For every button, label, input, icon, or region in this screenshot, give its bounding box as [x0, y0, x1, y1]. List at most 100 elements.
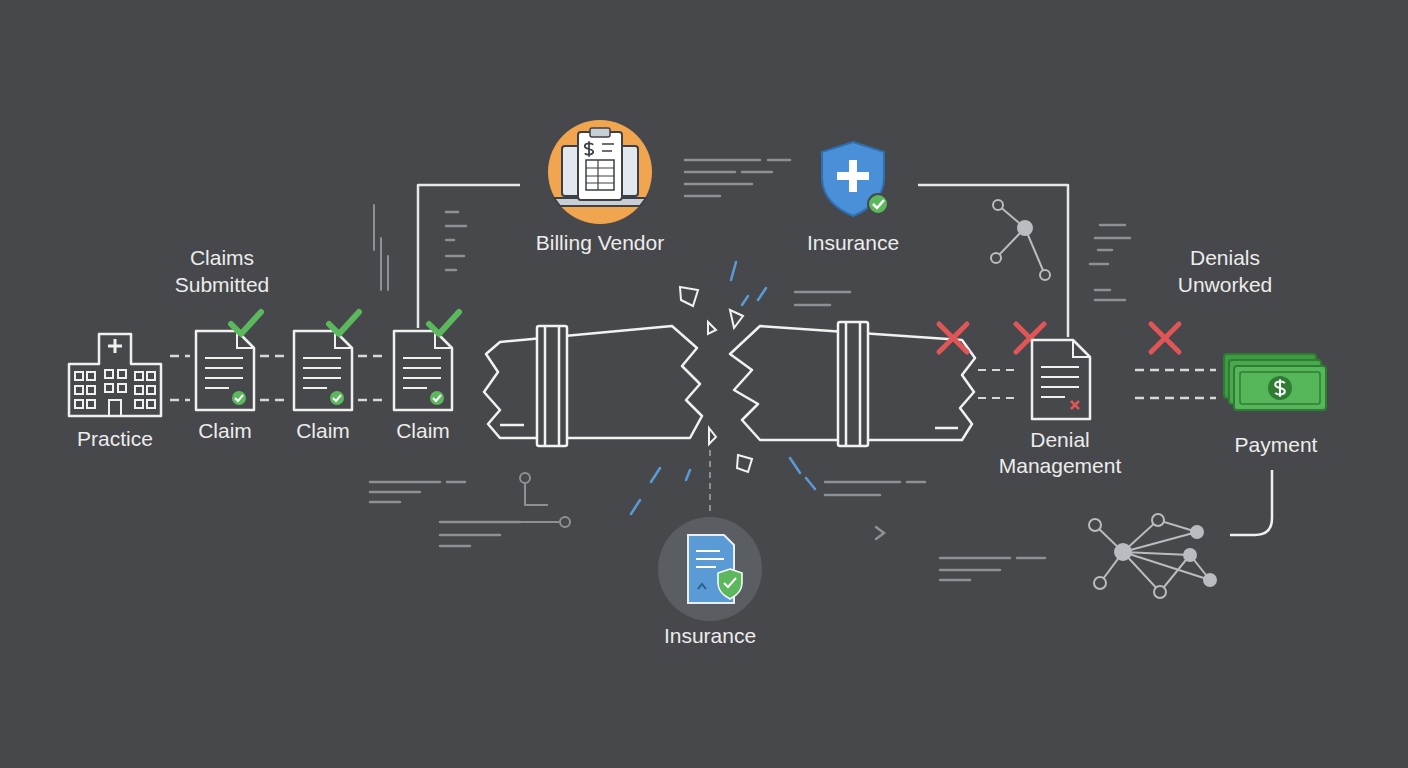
shard: [680, 287, 698, 306]
window: [105, 370, 113, 378]
icon-circle: [548, 120, 652, 224]
connector-line: [170, 355, 190, 358]
node-label: Claim: [396, 418, 450, 444]
clipboard-lines: [602, 144, 614, 151]
connector-line: [358, 355, 388, 358]
crack-sparks: [631, 262, 884, 539]
icon-node: Claim: [288, 328, 358, 444]
ok-dot: [232, 391, 246, 405]
dash-lines: [795, 292, 850, 305]
dash-lines: [685, 160, 790, 196]
dash-lines: [1090, 225, 1130, 300]
window: [75, 386, 83, 394]
icon-node: Insurance: [645, 517, 775, 649]
network-dot: [1089, 519, 1101, 531]
icon-node: Payment: [1216, 352, 1336, 458]
icon-node: Denial Management: [985, 337, 1135, 479]
dash-lines: [370, 482, 465, 502]
table-grid: [586, 160, 614, 190]
denied-mark: [1071, 401, 1079, 409]
window: [105, 384, 113, 392]
shield-cross: [837, 160, 869, 192]
dollar-symbol: [1275, 379, 1285, 397]
connector-line: [1135, 397, 1216, 400]
dash-lines: [374, 205, 388, 290]
connector-line: [358, 399, 388, 402]
bill-border: [1240, 372, 1320, 404]
network-dot: [993, 200, 1003, 210]
shard: [709, 428, 716, 444]
document-lines: [1041, 367, 1079, 397]
pipe-collar: [537, 326, 567, 446]
pipe-collar: [838, 322, 868, 446]
window: [135, 386, 143, 394]
document-icon: [193, 328, 257, 412]
document-outline: [1032, 340, 1090, 419]
bill-seal: [1268, 376, 1292, 400]
node-label: Insurance: [807, 230, 899, 256]
section-label: Claims Submitted: [162, 244, 282, 298]
signature: [698, 584, 706, 589]
network-link: [996, 205, 1045, 275]
broken-pipe: [484, 322, 975, 446]
pipe-left: [484, 326, 702, 438]
shield: [822, 142, 884, 216]
icon-node: Claim: [388, 328, 458, 444]
window: [135, 372, 143, 380]
dash-lines: [440, 522, 520, 546]
window: [75, 372, 83, 380]
node-label: Claim: [198, 418, 252, 444]
icon-node: Billing Vendor: [520, 120, 680, 256]
spark: [631, 262, 815, 514]
document-outline: [196, 331, 254, 410]
clipboard: [578, 132, 622, 200]
ok-tick: [235, 395, 243, 401]
building-icon: [65, 328, 165, 418]
document-icon: [291, 328, 355, 412]
window: [87, 372, 95, 380]
pipe-shards: [680, 287, 752, 472]
node-label: Denial Management: [985, 427, 1135, 479]
green-shield: [718, 569, 742, 599]
document-fold: [1073, 340, 1090, 357]
flow-connector: [358, 356, 388, 400]
pipe-left-mark: [500, 424, 524, 427]
insurance-icon: [658, 517, 762, 621]
icon-node: Insurance: [788, 140, 918, 256]
window: [147, 386, 155, 394]
red-x: [939, 324, 967, 352]
document-outline: [294, 331, 352, 410]
ok-dot: [330, 391, 344, 405]
window: [147, 372, 155, 380]
window: [75, 400, 83, 408]
network-dot: [1191, 526, 1203, 538]
document-icon: [1029, 337, 1091, 421]
document-lines: [403, 358, 441, 388]
pipe-collar-line: [545, 326, 559, 446]
shard: [737, 455, 752, 472]
medical-cross: [108, 339, 122, 353]
window: [118, 370, 126, 378]
leader-dot: [560, 517, 570, 527]
ok-tick: [873, 200, 884, 208]
network-dot: [1154, 586, 1166, 598]
connector-line: [918, 185, 1068, 337]
shard: [730, 310, 743, 328]
ok-tick: [433, 395, 441, 401]
connector-line: [1135, 369, 1216, 372]
policy-lines: [696, 551, 724, 567]
leader-line: [520, 484, 559, 522]
section-label: Denials Unworked: [1165, 244, 1285, 298]
ok-tick: [333, 395, 341, 401]
building-outline: [69, 334, 161, 416]
check-mark: [329, 312, 359, 334]
text-line-decor: [370, 160, 1130, 580]
flow-connector: [418, 185, 520, 328]
shard: [708, 322, 716, 334]
network-dot: [1204, 574, 1216, 586]
connector-line: [170, 399, 190, 402]
network-dot: [1115, 544, 1131, 560]
icon-circle: [658, 517, 762, 621]
flow-connector: [170, 356, 190, 400]
